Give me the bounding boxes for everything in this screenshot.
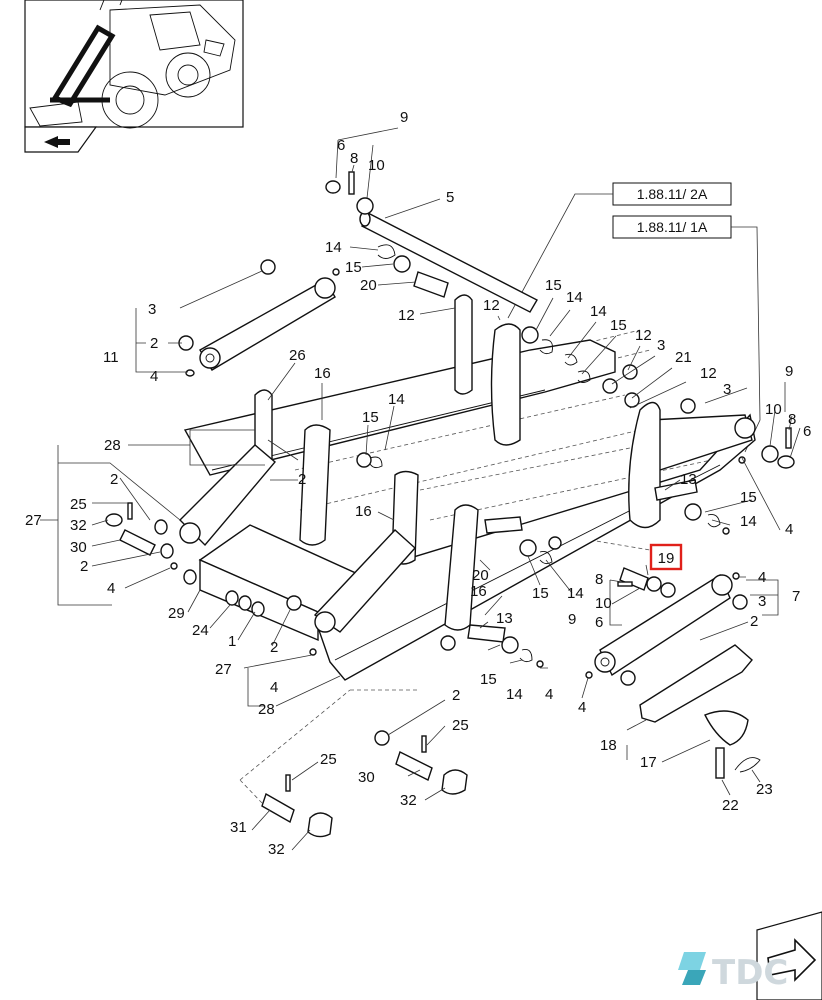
callout-13[interactable]: 13 (496, 610, 513, 627)
callout-26[interactable]: 26 (289, 347, 306, 364)
callout-14[interactable]: 14 (506, 686, 523, 703)
watermark-text: TDC (712, 953, 788, 993)
callout-19-highlighted[interactable]: 19 (649, 543, 683, 571)
callout-17[interactable]: 17 (640, 754, 657, 771)
callout-30[interactable]: 30 (70, 539, 87, 556)
callout-3[interactable]: 3 (758, 593, 766, 610)
callout-28[interactable]: 28 (104, 437, 121, 454)
callout-10[interactable]: 10 (368, 157, 385, 174)
callout-12[interactable]: 12 (635, 327, 652, 344)
callout-15[interactable]: 15 (545, 277, 562, 294)
leader-lines (40, 127, 801, 851)
callout-13[interactable]: 13 (680, 471, 697, 488)
callout-21[interactable]: 21 (675, 349, 692, 366)
callout-15[interactable]: 15 (740, 489, 757, 506)
callout-1[interactable]: 1 (228, 633, 236, 650)
callout-20[interactable]: 20 (360, 277, 377, 294)
callout-14[interactable]: 14 (567, 585, 584, 602)
callout-6[interactable]: 6 (595, 614, 603, 631)
callout-12[interactable]: 12 (483, 297, 500, 314)
callout-4[interactable]: 4 (270, 679, 278, 696)
callout-10[interactable]: 10 (595, 595, 612, 612)
callout-29[interactable]: 29 (168, 605, 185, 622)
callout-6[interactable]: 6 (337, 137, 345, 154)
callout-2[interactable]: 2 (80, 558, 88, 575)
callout-2[interactable]: 2 (270, 639, 278, 656)
callout-9[interactable]: 9 (568, 611, 576, 628)
callout-3[interactable]: 3 (148, 301, 156, 318)
callout-3[interactable]: 3 (723, 381, 731, 398)
reference-box-2a[interactable]: 1.88.11/ 2A (612, 182, 732, 206)
reference-box-1a[interactable]: 1.88.11/ 1A (612, 215, 732, 239)
callout-14[interactable]: 14 (566, 289, 583, 306)
callout-4[interactable]: 4 (545, 686, 553, 703)
callout-32[interactable]: 32 (400, 792, 417, 809)
callout-14[interactable]: 14 (388, 391, 405, 408)
callout-25[interactable]: 25 (320, 751, 337, 768)
callout-4[interactable]: 4 (578, 699, 586, 716)
callout-2[interactable]: 2 (110, 471, 118, 488)
callout-27[interactable]: 27 (215, 661, 232, 678)
callout-3[interactable]: 3 (657, 337, 665, 354)
callout-19: 19 (658, 550, 675, 567)
boom-assembly (105, 171, 795, 838)
callout-31[interactable]: 31 (230, 819, 247, 836)
callout-14[interactable]: 14 (590, 303, 607, 320)
callout-4[interactable]: 4 (758, 569, 766, 586)
reference-label-2a: 1.88.11/ 2A (637, 186, 708, 202)
callout-15[interactable]: 15 (480, 671, 497, 688)
callout-14[interactable]: 14 (740, 513, 757, 530)
callout-14[interactable]: 14 (325, 239, 342, 256)
callout-12[interactable]: 12 (700, 365, 717, 382)
callout-20[interactable]: 20 (472, 567, 489, 584)
callout-28[interactable]: 28 (258, 701, 275, 718)
callout-15[interactable]: 15 (345, 259, 362, 276)
watermark: TDC (678, 952, 788, 993)
callout-15[interactable]: 15 (362, 409, 379, 426)
callout-2[interactable]: 2 (298, 471, 306, 488)
reference-label-1a: 1.88.11/ 1A (637, 219, 708, 235)
callout-4[interactable]: 4 (107, 580, 115, 597)
callout-4[interactable]: 4 (785, 521, 793, 538)
callout-30[interactable]: 30 (358, 769, 375, 786)
callout-labels: 9 6 8 10 5 14 15 20 3 2 11 4 12 12 15 14… (25, 109, 811, 858)
callout-15[interactable]: 15 (610, 317, 627, 334)
callout-24[interactable]: 24 (192, 622, 209, 639)
callout-8[interactable]: 8 (788, 411, 796, 428)
callout-22[interactable]: 22 (722, 797, 739, 814)
arrow-right-icon (767, 938, 817, 982)
next-page-button[interactable] (756, 911, 822, 1000)
callout-2[interactable]: 2 (452, 687, 460, 704)
callout-16[interactable]: 16 (470, 583, 487, 600)
callout-2[interactable]: 2 (150, 335, 158, 352)
callout-6[interactable]: 6 (803, 423, 811, 440)
callout-8[interactable]: 8 (350, 150, 358, 167)
callout-12[interactable]: 12 (398, 307, 415, 324)
callout-25[interactable]: 25 (452, 717, 469, 734)
callout-9[interactable]: 9 (785, 363, 793, 380)
callout-2[interactable]: 2 (750, 613, 758, 630)
nav-arrow-icon[interactable] (44, 136, 70, 148)
callout-5[interactable]: 5 (446, 189, 454, 206)
callout-9[interactable]: 9 (400, 109, 408, 126)
callout-8[interactable]: 8 (595, 571, 603, 588)
callout-27[interactable]: 27 (25, 512, 42, 529)
tdc-logo-icon (678, 952, 706, 985)
callout-16[interactable]: 16 (355, 503, 372, 520)
callout-4[interactable]: 4 (150, 368, 158, 385)
callout-23[interactable]: 23 (756, 781, 773, 798)
machine-thumbnail (24, 0, 244, 153)
callout-15[interactable]: 15 (532, 585, 549, 602)
callout-11[interactable]: 11 (103, 349, 119, 366)
callout-32[interactable]: 32 (70, 517, 87, 534)
callout-32[interactable]: 32 (268, 841, 285, 858)
callout-16[interactable]: 16 (314, 365, 331, 382)
callout-18[interactable]: 18 (600, 737, 617, 754)
callout-10[interactable]: 10 (765, 401, 782, 418)
callout-7[interactable]: 7 (792, 588, 800, 605)
callout-25[interactable]: 25 (70, 496, 87, 513)
